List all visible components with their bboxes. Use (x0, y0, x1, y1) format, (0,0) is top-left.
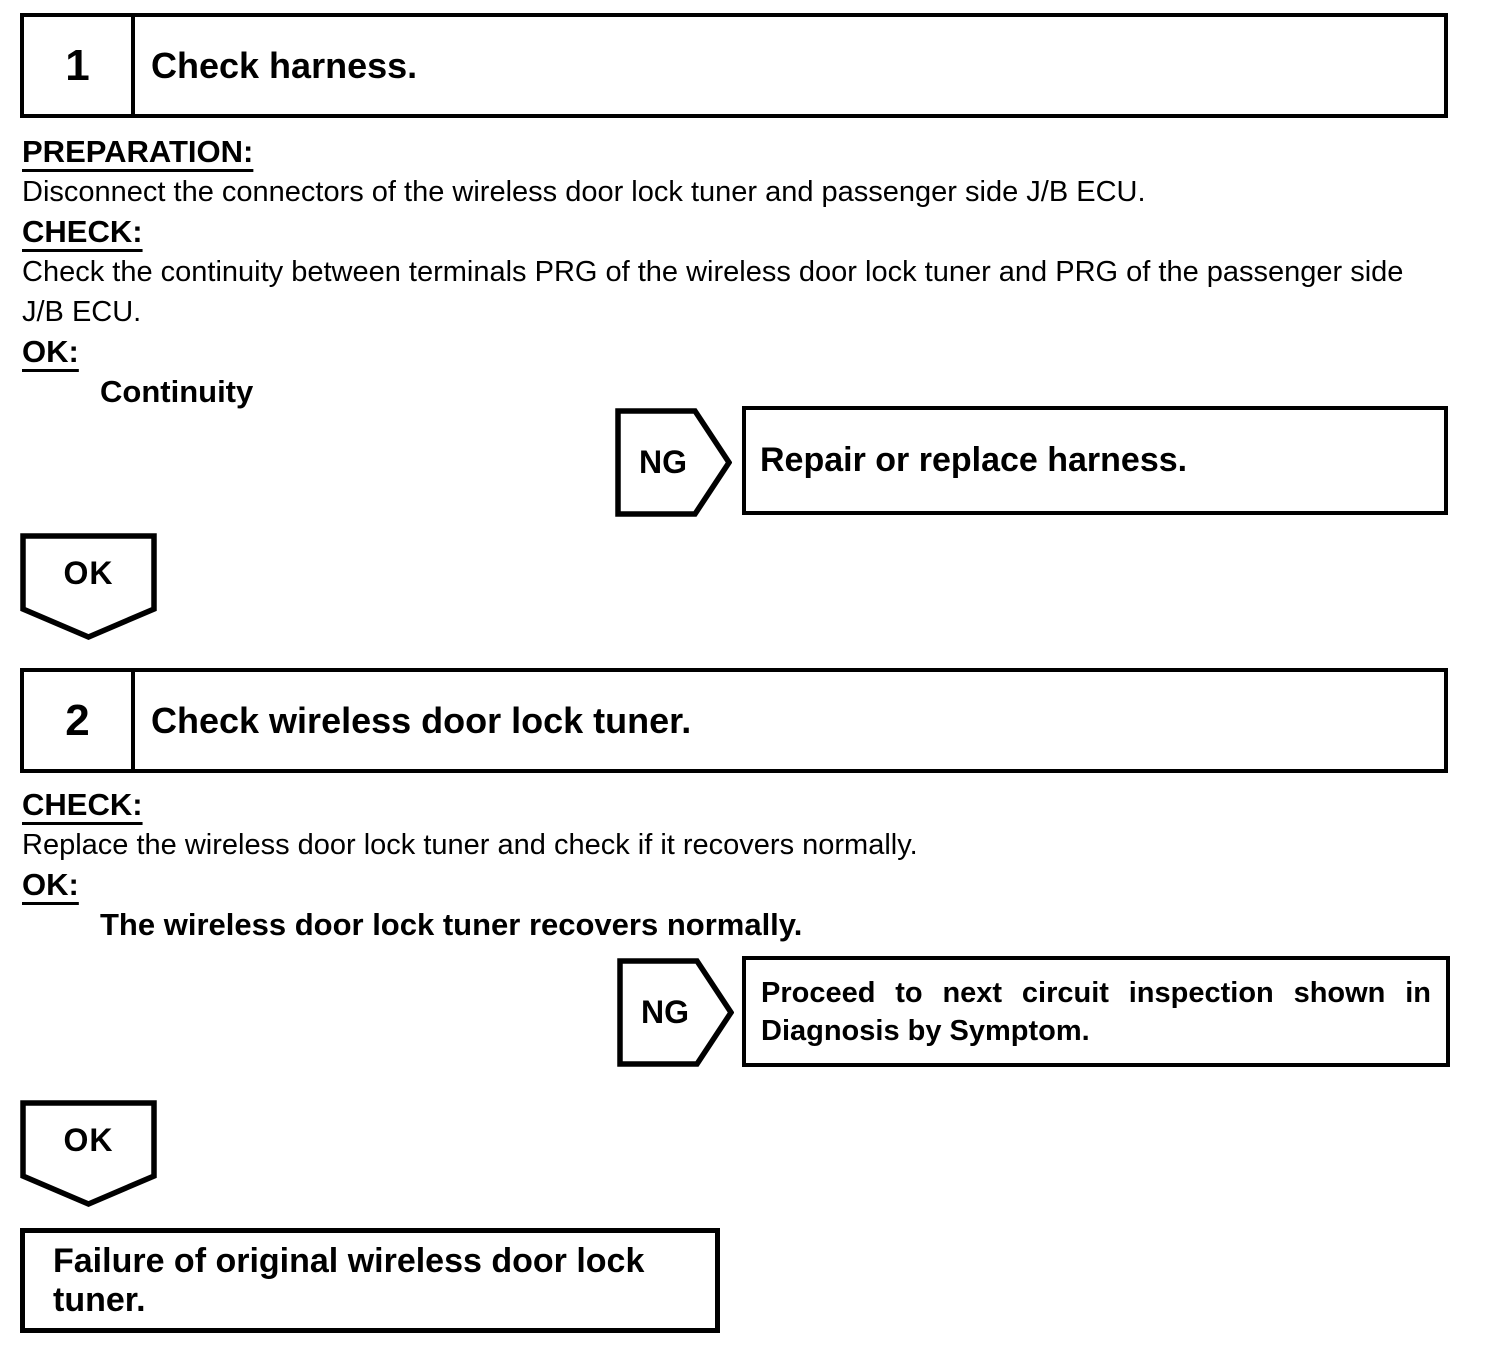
ok-heading: OK: (22, 332, 1454, 372)
preparation-heading-label: PREPARATION: (22, 134, 254, 169)
check-text-line-2: J/B ECU. (22, 296, 142, 328)
step-1-header-box: 1 Check harness. (20, 13, 1448, 118)
ok-heading-label: OK: (22, 334, 79, 369)
ok-pentagon-down-icon (20, 533, 157, 640)
ng-arrow-badge: NG (615, 408, 732, 517)
step-1-number: 1 (24, 17, 135, 114)
check-text-line-1: Check the continuity between terminals P… (22, 256, 1404, 288)
ng-arrow-badge-2: NG (617, 958, 734, 1067)
ok-criteria: Continuity (100, 374, 254, 409)
preparation-heading: PREPARATION: (22, 132, 1454, 172)
ok-heading-2: OK: (22, 865, 1454, 905)
check-heading-2-label: CHECK: (22, 787, 143, 822)
ng-label-2: NG (641, 994, 689, 1030)
ok-heading-2-label: OK: (22, 867, 79, 902)
ng-result-box-2: Proceed to next circuit inspection shown… (742, 956, 1450, 1067)
step-1-title: Check harness. (151, 44, 418, 86)
conclusion-box: Failure of original wireless door lock t… (20, 1228, 720, 1333)
check-text-2: Replace the wireless door lock tuner and… (22, 829, 918, 861)
conclusion-text: Failure of original wireless door lock t… (53, 1241, 645, 1319)
ng-result-text: Repair or replace harness. (760, 441, 1188, 479)
preparation-text: Disconnect the connectors of the wireles… (22, 176, 1146, 208)
ok-flow-badge: OK (20, 533, 157, 640)
step-2-instructions: CHECK: Replace the wireless door lock tu… (22, 785, 1454, 945)
check-heading-label: CHECK: (22, 214, 143, 249)
check-heading: CHECK: (22, 212, 1454, 252)
ng-result-2-line-2: Diagnosis by Symptom. (761, 1014, 1090, 1047)
ok-criteria-2: The wireless door lock tuner recovers no… (100, 907, 803, 942)
ng-pentagon-arrow-icon (615, 408, 732, 517)
check-heading-2: CHECK: (22, 785, 1454, 825)
ng-result-box: Repair or replace harness. (742, 406, 1448, 515)
step-1-instructions: PREPARATION: Disconnect the connectors o… (22, 132, 1454, 412)
ok-pentagon-down-icon-2 (20, 1100, 157, 1207)
step-2-header-box: 2 Check wireless door lock tuner. (20, 668, 1448, 773)
step-2-number: 2 (24, 672, 135, 769)
ng-pentagon-arrow-icon-2 (617, 958, 734, 1067)
step-2-title: Check wireless door lock tuner. (151, 699, 692, 741)
ng-result-2-line-1: Proceed to next circuit inspection shown… (761, 976, 1431, 1009)
ok-label-2: OK (63, 1121, 114, 1158)
ng-label: NG (639, 444, 687, 480)
ok-flow-badge-2: OK (20, 1100, 157, 1207)
ok-label: OK (63, 554, 114, 591)
